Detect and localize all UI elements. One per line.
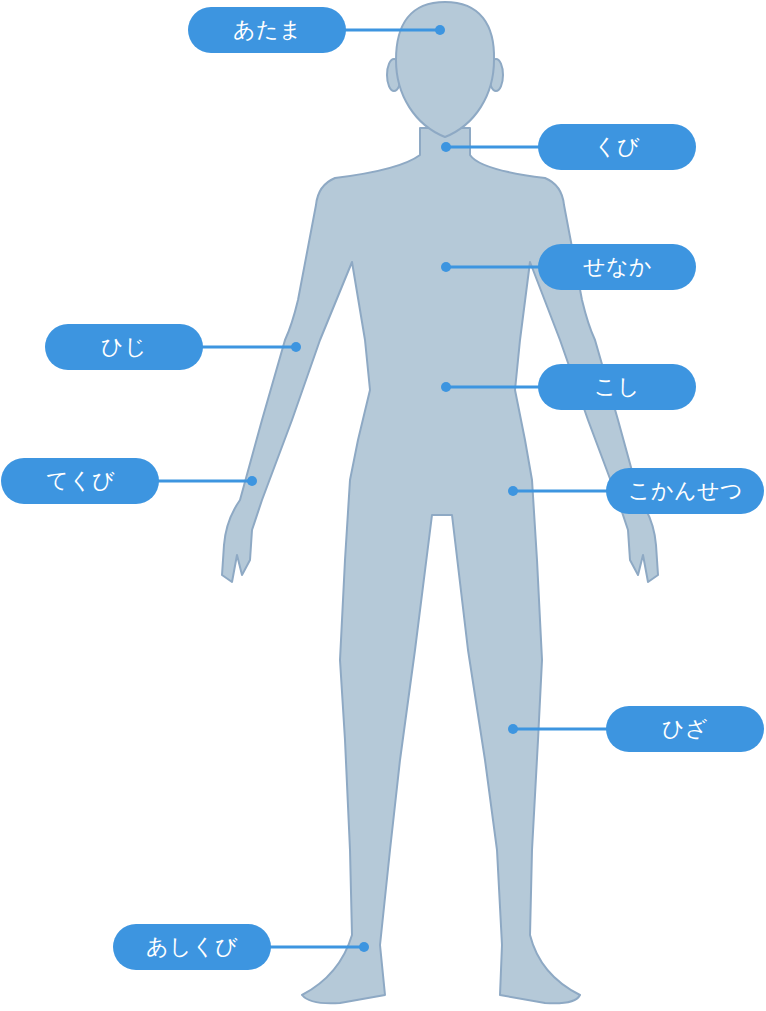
label-text: せなか xyxy=(583,255,652,279)
label-text: あしくび xyxy=(146,935,238,959)
part-label: あたま xyxy=(188,7,346,53)
part-label: せなか xyxy=(538,244,696,290)
part-label: ひざ xyxy=(606,706,764,752)
part-label: あしくび xyxy=(113,924,271,970)
label-text: くび xyxy=(594,135,640,159)
part-label: ひじ xyxy=(45,324,203,370)
part-label: こかんせつ xyxy=(606,468,764,514)
label-text: ひざ xyxy=(662,717,708,741)
label-text: てくび xyxy=(46,469,115,493)
part-label: こし xyxy=(538,364,696,410)
label-text: こかんせつ xyxy=(628,479,743,503)
label-text: こし xyxy=(594,375,640,399)
body-silhouette xyxy=(222,128,658,1003)
label-text: あたま xyxy=(233,18,302,42)
leader-lines xyxy=(153,30,612,947)
head xyxy=(396,2,494,137)
part-label: てくび xyxy=(1,458,159,504)
part-label: くび xyxy=(538,124,696,170)
label-text: ひじ xyxy=(101,335,147,359)
leader-dots xyxy=(247,25,518,952)
